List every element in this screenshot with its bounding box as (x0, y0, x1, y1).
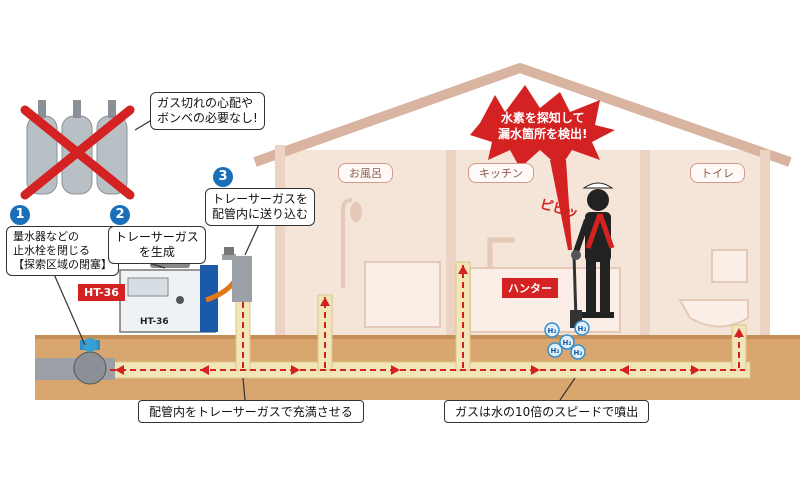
callout-line: 量水器などの (13, 230, 79, 243)
h2-label: H₂ (551, 347, 560, 355)
callout-line: 配管内に送り込む (212, 207, 309, 221)
detection-line: 漏水箇所を検出! (498, 127, 588, 141)
room-label-bath: お風呂 (338, 163, 393, 183)
callout-step-3: トレーサーガスを 配管内に送り込む (205, 188, 316, 226)
water-meter-icon (73, 338, 107, 385)
faucet-icon-kitchen (487, 237, 515, 268)
hydrogen-bubbles (544, 320, 590, 360)
detector-icon (570, 250, 582, 328)
h2-label: H₂ (574, 349, 583, 357)
room-label-kitchen: キッチン (468, 163, 534, 183)
callout-line: ボンベの必要なし! (157, 111, 258, 125)
cross-mark-icon (20, 105, 135, 200)
callout-line: を生成 (138, 245, 175, 259)
h2-label: H₂ (578, 325, 587, 333)
worker-icon (572, 182, 615, 318)
callout-line: 止水栓を閉じる (13, 244, 90, 257)
model-tag: HT-36 (78, 284, 125, 301)
hunter-label: ハンター (502, 278, 558, 298)
gas-generator-machine (119, 258, 218, 333)
step-badge-1: 1 (10, 205, 30, 225)
shower-icon (341, 198, 362, 288)
h2-label: H₂ (563, 339, 572, 347)
hydrogen-labels: H₂ H₂ H₂ H₂ H₂ (548, 325, 587, 357)
step-badge-3: 3 (213, 167, 233, 187)
callout-line: 【探索区域の閉塞】 (13, 258, 112, 271)
faucet-icon-supply (222, 247, 252, 302)
detection-burst (470, 85, 615, 250)
step-badge-2: 2 (110, 205, 130, 225)
detection-line: 水素を探知して (500, 111, 585, 125)
callout-line: ガス切れの心配や (157, 96, 254, 110)
detection-message: 水素を探知して 漏水箇所を検出! (498, 110, 587, 142)
callout-no-cylinder: ガス切れの心配や ボンベの必要なし! (150, 92, 265, 130)
callout-line: トレーサーガス (115, 230, 199, 244)
callout-step-1: 量水器などの 止水栓を閉じる 【探索区域の閉塞】 (6, 226, 119, 276)
room-label-toilet: トイレ (690, 163, 745, 183)
toilet-icon (678, 249, 749, 328)
bottom-label-fill: 配管内をトレーサーガスで充満させる (138, 400, 364, 423)
machine-panel-label: HT-36 (140, 317, 169, 327)
callout-pointers (49, 114, 576, 401)
arrow-heads (115, 265, 744, 375)
callout-line: トレーサーガスを (212, 192, 308, 206)
bottom-label-speed: ガスは水の10倍のスピードで噴出 (444, 400, 650, 423)
callout-step-2: トレーサーガス を生成 (108, 226, 206, 264)
h2-label: H₂ (548, 327, 557, 335)
